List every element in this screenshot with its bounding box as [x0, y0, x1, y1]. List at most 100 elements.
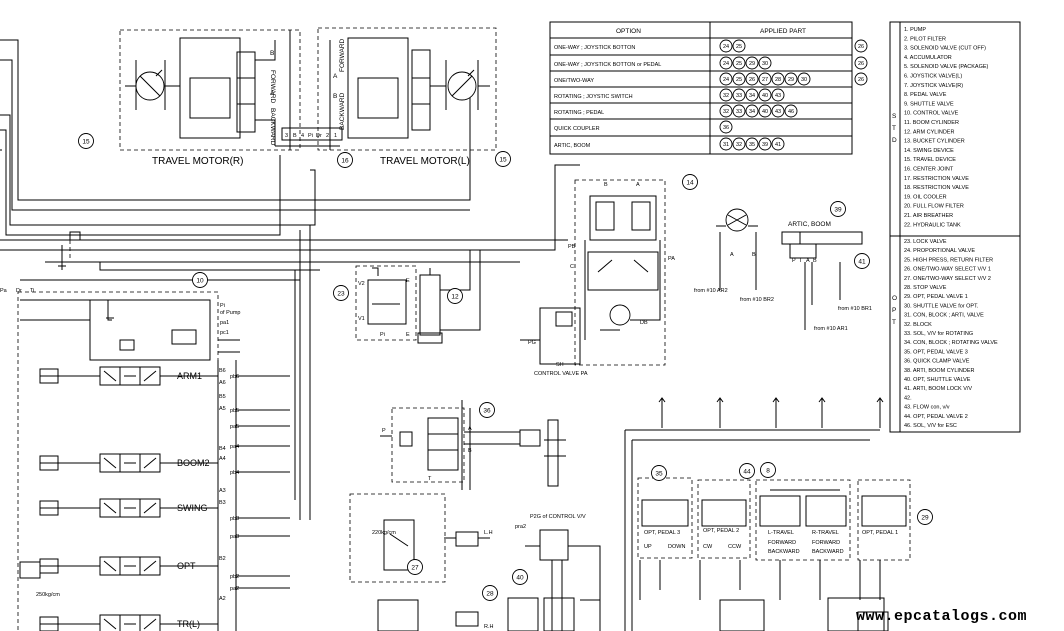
legend-std-item: 5. SOLENOID VALVE (PACKAGE)	[904, 64, 989, 70]
travel-motor-r: FORWARD BACKWARD A B TRAVEL MOTOR(R)	[119, 29, 340, 167]
applied-part-circle: 41	[771, 137, 785, 151]
svg-text:29: 29	[749, 61, 755, 67]
svg-text:39: 39	[834, 206, 842, 213]
swing-pg: PG	[528, 340, 536, 346]
legend-std-item: 20. FULL FLOW FILTER	[904, 204, 964, 210]
psf-label: P2G of CONTROL V/V	[530, 514, 586, 520]
artic-port-t: T	[799, 258, 803, 264]
applied-part-circle: 29	[784, 72, 798, 86]
applied-part-circle: 25	[732, 56, 746, 70]
svg-text:27: 27	[411, 564, 419, 571]
svg-text:30: 30	[762, 61, 768, 67]
svg-text:26: 26	[858, 61, 864, 67]
applied-part-circle: 25	[732, 39, 746, 53]
pressure-label: 220kg/cm	[372, 530, 396, 536]
legend-opt-item: 24. PROPORTIONAL VALVE	[904, 248, 975, 254]
qc-port-t: T	[428, 476, 432, 482]
legend-std-item: 19. OIL COOLER	[904, 194, 947, 200]
cv-topleft-0: Pa	[0, 288, 8, 294]
travel-r-backward-label: BACKWARD	[269, 108, 276, 146]
travel-r-port-a: A	[270, 90, 275, 97]
applied-part-circle: 24	[719, 39, 733, 53]
svg-text:24: 24	[723, 44, 729, 50]
legend-std-item: 3. SOLENOID VALVE (CUT OFF)	[904, 46, 986, 52]
travel-pedal-bwd2: BACKWARD	[768, 549, 800, 555]
cv-section-label: BOOM2	[177, 458, 210, 468]
quick-clamp-valve: P T A B	[380, 400, 566, 490]
rh-label: R.H	[484, 624, 494, 630]
arm-port-2: V1	[358, 316, 365, 322]
legend-std-item: 15. TRAVEL DEVICE	[904, 157, 956, 163]
callout-44: 44	[739, 463, 755, 479]
legend-std-item: 17. RESTRICTION VALVE	[904, 176, 969, 182]
legend-std-item: 16. CENTER JOINT	[904, 167, 954, 173]
applied-part-circle: 36	[719, 120, 733, 134]
svg-text:23: 23	[337, 290, 345, 297]
applied-part-circle: 33	[732, 104, 746, 118]
cv-pilot-3: pc1	[220, 330, 229, 336]
legend-std-item: 8. PEDAL VALVE	[904, 92, 947, 98]
applied-part-circle: 34	[745, 104, 759, 118]
cv-port-label: A6	[219, 380, 226, 386]
applied-part-circle: 27	[758, 72, 772, 86]
artic-port-a2: A	[806, 258, 810, 264]
legend-opt-item: 23. LOCK VALVE	[904, 239, 947, 245]
pedal3-down: DOWN	[668, 544, 685, 550]
svg-text:32: 32	[723, 109, 729, 115]
legend-opt-item: 43. FLOW con, v/v	[904, 405, 950, 411]
callout-15: 15	[495, 151, 511, 167]
cv-port-label: A4	[219, 456, 226, 462]
applied-extra-circle: 26	[854, 72, 868, 86]
svg-text:26: 26	[749, 77, 755, 83]
joint-port-5: 2	[326, 133, 329, 139]
callout-12: 12	[447, 288, 463, 304]
svg-text:40: 40	[762, 93, 768, 99]
callout-16: 16	[337, 152, 353, 168]
legend-std-item: 13. BUCKET CYLINDER	[904, 139, 965, 145]
cv-port-label: B3	[219, 500, 226, 506]
applied-part-circle: 33	[732, 88, 746, 102]
svg-text:25: 25	[736, 77, 742, 83]
pilot-arrow	[716, 397, 724, 428]
option-row-1: ONE-WAY ; JOYSTICK BOTTON or PEDAL	[554, 62, 661, 68]
legend-opt-item: 44. OPT, PEDAL VALVE 2	[904, 414, 968, 420]
applied-part-circle: 40	[758, 88, 772, 102]
svg-text:43: 43	[775, 109, 781, 115]
applied-part-circle: 34	[745, 88, 759, 102]
cv-port-label: B4	[219, 446, 226, 452]
applied-header: APPLIED PART	[760, 28, 806, 35]
travel-pedal-fwd2: FORWARD	[768, 540, 796, 546]
legend-opt-item: 25. HIGH PRESS, RETURN FILTER	[904, 257, 993, 263]
arm-port-0: V2	[358, 281, 365, 287]
cv-section-label: ARM1	[177, 371, 202, 381]
svg-text:16: 16	[341, 157, 349, 164]
callout-40: 40	[512, 569, 528, 585]
cv-topleft-2: Ti	[30, 288, 34, 294]
cv-section-label: OPT	[177, 561, 196, 571]
svg-text:36: 36	[483, 407, 491, 414]
swing-sh: SH	[556, 362, 564, 368]
legend-opt-item: 33. SOL, V/V for ROTATING	[904, 331, 973, 337]
cv-port-label: pb3	[230, 516, 239, 522]
applied-part-circle: 31	[719, 137, 733, 151]
applied-extra-circle: 26	[854, 39, 868, 53]
svg-text:40: 40	[762, 109, 768, 115]
swing-port-b: B	[604, 182, 608, 188]
applied-part-circle: 32	[719, 104, 733, 118]
svg-text:27: 27	[762, 77, 768, 83]
joint-port-4: Dr	[316, 133, 322, 139]
legend-std-item: 4. ACCUMULATOR	[904, 55, 952, 61]
cv-port-label: B5	[219, 394, 226, 400]
svg-text:29: 29	[921, 514, 929, 521]
swing-port-pb: PB	[568, 244, 576, 250]
artic-from-0: from #10 AR2	[694, 288, 728, 294]
swing-control-label: CONTROL VALVE PA	[534, 371, 588, 377]
pilot-arrow	[772, 397, 780, 428]
artic-boom-assembly: A B from #10 AR2 from #10 BR2 ARTIC, BOO…	[694, 208, 872, 332]
legend-opt-item: 35. OPT, PEDAL VALVE 3	[904, 349, 968, 355]
artic-from-1: from #10 BR2	[740, 297, 774, 303]
lh-label: L.H	[484, 530, 493, 536]
cv-port-label: pa2	[230, 586, 239, 592]
